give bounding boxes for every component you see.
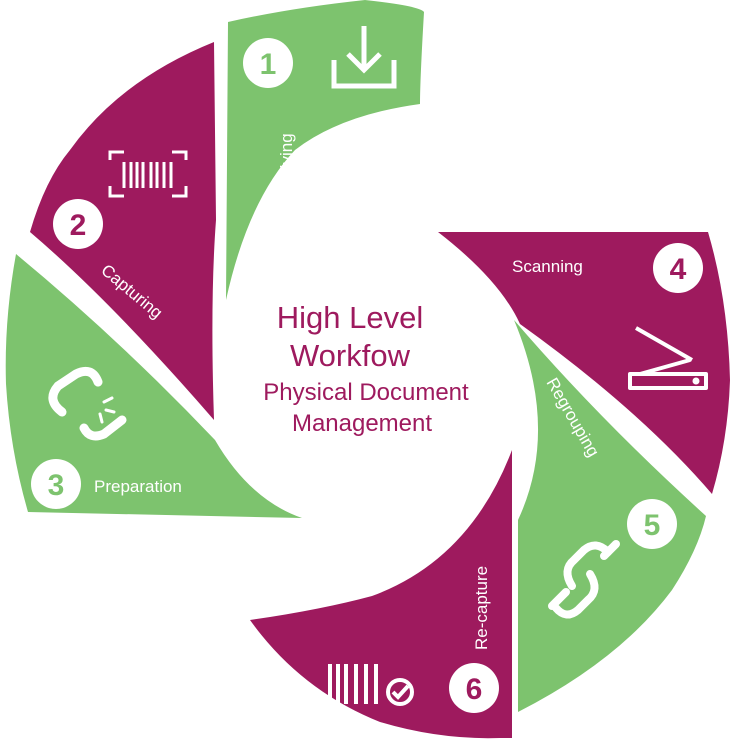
step-3-label: Preparation <box>94 477 182 496</box>
step-2-badge <box>53 199 103 249</box>
step-6-label: Re-capture <box>472 566 491 650</box>
step-6-badge <box>449 663 499 713</box>
segment-re-capture: 6 Re-capture <box>250 450 512 739</box>
step-1-badge <box>243 38 293 88</box>
segment-preparation: 3 Preparation <box>5 254 302 518</box>
chain-link-icon <box>548 540 620 619</box>
subtitle-line-1: Physical Document <box>263 379 469 406</box>
step-6-number: 6 <box>466 673 483 706</box>
title-line-1: High Level <box>277 300 423 335</box>
spark-icon <box>98 396 116 424</box>
segment-scanning: 4 Scanning <box>438 232 730 494</box>
step-5-badge <box>627 499 677 549</box>
step-4-number: 4 <box>670 253 687 286</box>
step-4-label: Scanning <box>512 257 583 276</box>
download-icon <box>331 26 397 89</box>
step-4-badge <box>653 243 703 293</box>
segment-receiving: 1 Receiving <box>226 0 424 300</box>
barcode-check-icon <box>328 664 414 706</box>
step-3-badge <box>31 459 81 509</box>
segment-scanning-shape <box>438 232 730 494</box>
segment-capturing-shape <box>30 42 216 420</box>
scanner-icon <box>628 326 708 390</box>
segment-capturing: 2 Capturing <box>30 42 216 420</box>
subtitle-line-2: Management <box>292 410 432 437</box>
barcode-scan-icon <box>108 150 188 198</box>
center-title: High Level Workfow Physical Document Man… <box>263 300 469 437</box>
step-1-number: 1 <box>260 48 277 81</box>
segment-preparation-shape <box>5 254 302 518</box>
title-line-2: Workfow <box>290 338 411 373</box>
step-1-label: Receiving <box>277 133 296 208</box>
step-3-number: 3 <box>48 469 65 502</box>
broken-link-icon <box>48 366 127 441</box>
step-2-number: 2 <box>70 209 87 242</box>
step-5-number: 5 <box>644 509 661 542</box>
segment-regrouping: 5 Regrouping <box>514 320 706 712</box>
segment-re-capture-shape <box>250 450 512 739</box>
